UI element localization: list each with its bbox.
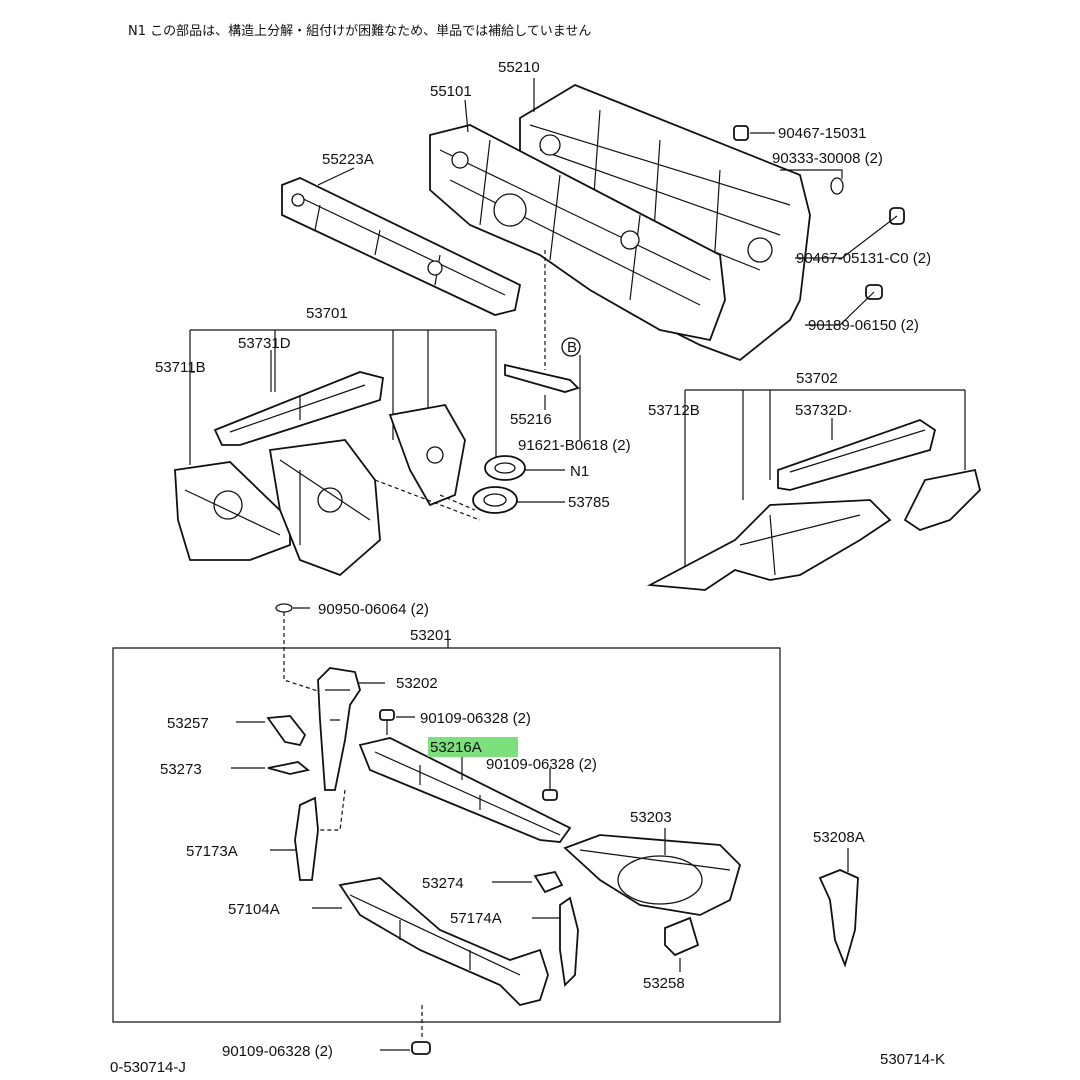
label-53701: 53701 — [306, 305, 348, 322]
label-53201: 53201 — [410, 627, 452, 644]
apron-inner — [268, 439, 381, 577]
apron-53732D — [777, 419, 937, 491]
label-90189-06150: 90189-06150 (2) — [808, 317, 919, 334]
label-53208A: 53208A — [813, 829, 865, 846]
header-note: N1 この部品は、構造上分解・組付けが困難なため、単品では補給していません — [128, 23, 591, 39]
label-55101: 55101 — [430, 83, 472, 100]
label-53274: 53274 — [422, 875, 464, 892]
label-53731D: 53731D — [238, 335, 291, 352]
apron-right-bracket — [903, 468, 981, 531]
support-53202 — [317, 667, 361, 791]
label-55210: 55210 — [498, 59, 540, 76]
cowl-bar-55223A — [281, 177, 522, 316]
apron-bracket — [388, 404, 466, 507]
apron-53712B — [646, 499, 892, 591]
brace-57173A — [294, 796, 319, 881]
bolt-90109-a — [379, 709, 395, 735]
group-frame-53201 — [112, 647, 781, 1023]
label-53216A: 53216A — [430, 739, 482, 756]
bracket-55216 — [504, 363, 580, 393]
apron-53711B — [174, 461, 291, 561]
label-53732D: 53732D· — [795, 402, 853, 419]
brace-57174A — [559, 896, 579, 987]
bracket-53257 — [266, 715, 307, 747]
label-b: B — [567, 339, 577, 356]
clip-90467-15031 — [733, 125, 749, 141]
label-53203: 53203 — [630, 809, 672, 826]
label-55223A: 55223A — [322, 151, 374, 168]
label-53711B: 53711B — [155, 359, 206, 376]
bolt-90109-b — [542, 780, 558, 801]
label-53257: 53257 — [167, 715, 209, 732]
bracket-53274 — [533, 870, 564, 894]
ref-right: 530714-K — [880, 1051, 945, 1068]
label-57174A: 57174A — [450, 910, 502, 927]
label-57173A: 57173A — [186, 843, 238, 860]
label-90109-a: 90109-06328 (2) — [420, 710, 531, 727]
headlamp-support-53203 — [563, 834, 742, 916]
bracket-53208A — [818, 869, 859, 968]
label-90467-15031: 90467-15031 — [778, 125, 866, 142]
bolt-90109-c — [411, 1041, 431, 1055]
label-n1: N1 — [570, 463, 589, 480]
highlight-53216A — [428, 737, 518, 757]
label-90109-c: 90109-06328 (2) — [222, 1043, 333, 1060]
lower-bar-57104A — [338, 877, 549, 1006]
label-90333-30008: 90333-30008 (2) — [772, 150, 883, 167]
clip-90950 — [275, 603, 293, 613]
seal-n1 — [484, 455, 526, 481]
label-90467-05131: 90467-05131-C0 (2) — [796, 250, 931, 267]
label-53785: 53785 — [568, 494, 610, 511]
label-53712B: 53712B — [648, 402, 700, 419]
bracket-53258 — [664, 916, 700, 957]
label-53702: 53702 — [796, 370, 838, 387]
label-90109-b: 90109-06328 (2) — [486, 756, 597, 773]
upper-bar-53216A — [358, 737, 572, 843]
label-90950: 90950-06064 (2) — [318, 601, 429, 618]
marker-b — [561, 337, 581, 357]
label-91621: 91621-B0618 (2) — [518, 437, 631, 454]
label-53202: 53202 — [396, 675, 438, 692]
label-53273: 53273 — [160, 761, 202, 778]
bracket-53273 — [267, 761, 311, 775]
apron-53731D — [213, 371, 384, 446]
label-57104A: 57104A — [228, 901, 280, 918]
label-55216: 55216 — [510, 411, 552, 428]
label-53258: 53258 — [643, 975, 685, 992]
dash-panel-55101 — [429, 124, 726, 342]
ref-left: 0-530714-J — [110, 1059, 186, 1076]
grommet-90333 — [830, 177, 844, 195]
seal-53785 — [472, 486, 518, 514]
